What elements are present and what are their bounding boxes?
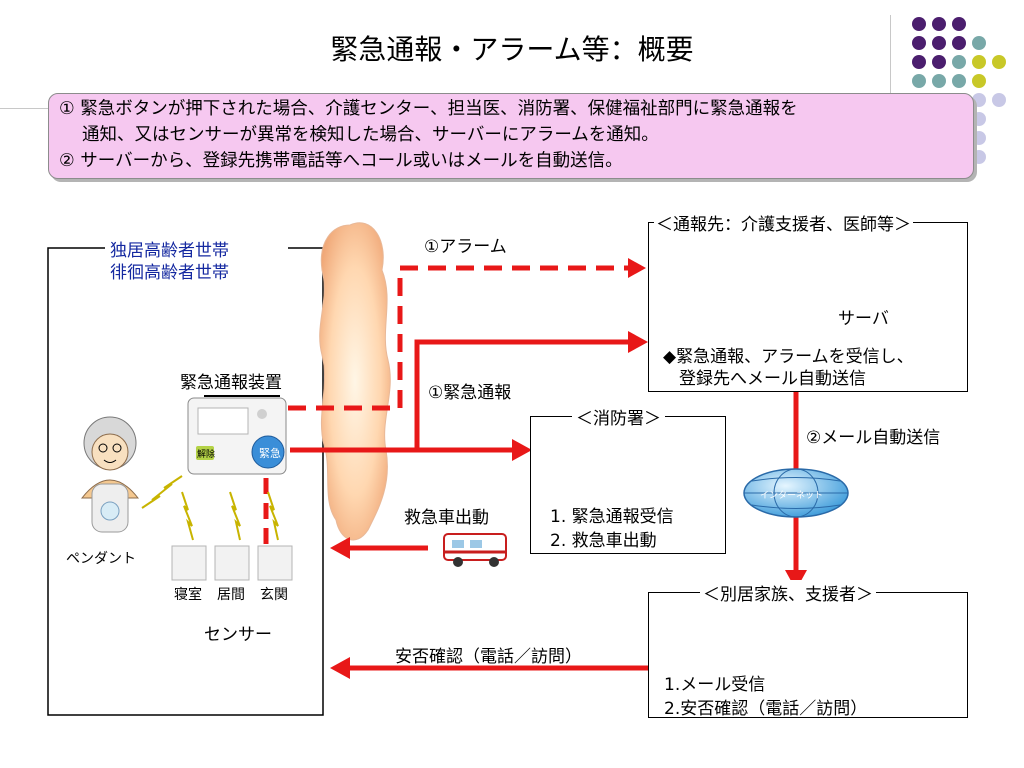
fire-station-item-1: 1. 緊急通報受信: [550, 507, 674, 527]
sensor-bedroom-label: 寝室: [174, 587, 202, 603]
alarm-dashed-arrow: [288, 265, 628, 411]
emergency-device-icon: [187, 395, 287, 475]
care-center-title: ＜通報先：介護支援者、医師等＞: [654, 210, 913, 235]
sensor-entrance-label: 玄関: [260, 587, 288, 603]
network-cloud-icon: [319, 222, 391, 541]
auto-mail-arrow-label: ②メール自動送信: [806, 428, 941, 448]
family-item-1: 1.メール受信: [664, 675, 766, 695]
fire-station-box: [530, 416, 726, 554]
internet-label: インターネット: [760, 491, 824, 501]
server-label: サーバ: [838, 309, 889, 329]
care-center-box: [648, 222, 968, 392]
fire-station-title: ＜消防署＞: [572, 404, 665, 429]
summary-line-1: ① 緊急ボタンが押下された場合、介護センター、担当医、消防署、保健福祉部門に緊急…: [59, 99, 798, 119]
wireless-signal-icon: [141, 475, 183, 509]
safety-check-arrow-label: 安否確認（電話／訪問）: [395, 647, 582, 667]
device-emergency-button: 緊急: [259, 447, 281, 460]
sensor-bedroom-icon: [171, 545, 207, 581]
emergency-arrow-to-center: [290, 339, 630, 453]
header-divider-vertical: [890, 15, 891, 115]
ambulance-icon: [443, 533, 507, 567]
sensor-living-room-label: 居間: [217, 587, 245, 603]
pendant-label: ペンダント: [66, 551, 136, 567]
household-label-alone: 独居高齢者世帯: [110, 241, 229, 261]
summary-box: ① 緊急ボタンが押下された場合、介護センター、担当医、消防署、保健福祉部門に緊急…: [48, 93, 974, 179]
sensor-label: センサー: [204, 625, 272, 645]
family-title: ＜別居家族、支援者＞: [700, 580, 876, 605]
decorative-dot-grid: [0, 0, 1024, 200]
internet-globe-icon: [743, 468, 849, 518]
care-center-desc-2: 登録先へメール自動送信: [679, 369, 866, 389]
sensor-living-room-icon: [214, 545, 250, 581]
household-label-wandering: 徘徊高齢者世帯: [110, 263, 229, 283]
sensor-entrance-icon: [257, 545, 293, 581]
household-frame: [47, 247, 324, 716]
summary-line-3: ② サーバーから、登録先携帯電話等へコール或いはメールを自動送信。: [59, 151, 623, 171]
summary-line-2: 通知、又はセンサーが異常を検知した場合、サーバーにアラームを通知。: [82, 125, 659, 145]
slide-title: 緊急通報・アラーム等：概要: [330, 33, 694, 66]
emergency-arrow-label: ①緊急通報: [428, 383, 512, 403]
wireless-signal-icon: [181, 491, 194, 541]
wireless-signal-icon: [267, 491, 279, 541]
fire-station-item-2: 2. 救急車出動: [550, 531, 657, 551]
emergency-device-label: 緊急通報装置: [180, 373, 282, 393]
device-release-button: 解除: [197, 450, 216, 460]
family-item-2: 2.安否確認（電話／訪問）: [664, 699, 868, 719]
wireless-signal-icon: [229, 491, 241, 541]
ambulance-arrow-label: 救急車出動: [404, 508, 489, 528]
pendant-icon: [91, 483, 129, 533]
alarm-arrow-label: ①アラーム: [424, 237, 507, 257]
care-center-desc-1: ◆緊急通報、アラームを受信し、: [663, 347, 914, 367]
